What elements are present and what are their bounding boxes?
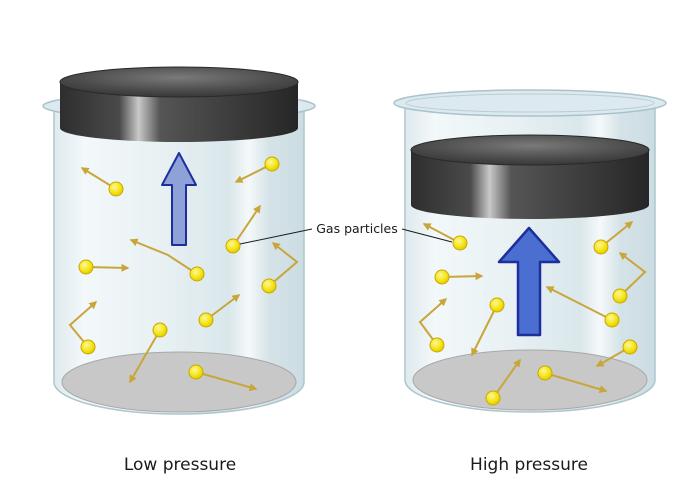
right-caption: High pressure [470, 455, 588, 475]
left-container [42, 66, 316, 415]
left-piston [59, 66, 299, 142]
gas-particle [485, 358, 521, 406]
callout-label: Gas particles [316, 221, 398, 236]
gas-particle [434, 269, 484, 285]
gas-particle [129, 238, 205, 282]
gas-particle [545, 286, 620, 328]
right-jar-floor [412, 349, 648, 411]
gas-particle [234, 156, 280, 183]
right-jar-rim [393, 89, 667, 117]
gas-particle [471, 297, 505, 357]
gas-particles-callout: Gas particles [239, 221, 453, 245]
left-jar-floor [61, 351, 297, 413]
left-pressure-arrow [161, 152, 197, 246]
right-piston [410, 134, 650, 219]
right-pressure-arrow [497, 226, 561, 337]
gas-particle [261, 242, 299, 294]
gas-particle [593, 221, 634, 255]
gas-particle [225, 204, 261, 254]
callout-leader-left [239, 228, 313, 245]
gas-particle [422, 223, 468, 251]
gas-particle [198, 294, 241, 328]
gas-particle [595, 339, 638, 367]
gas-particle [129, 322, 168, 384]
gas-particle [188, 364, 258, 392]
callout-leader-right [401, 228, 453, 243]
gas-particle [537, 365, 608, 393]
left-caption: Low pressure [124, 455, 236, 475]
gas-particle [418, 298, 448, 353]
gas-particle [80, 167, 124, 197]
right-container [393, 89, 667, 413]
gas-particle [612, 252, 647, 304]
gas-particle [78, 259, 130, 275]
gas-particle [68, 301, 98, 355]
